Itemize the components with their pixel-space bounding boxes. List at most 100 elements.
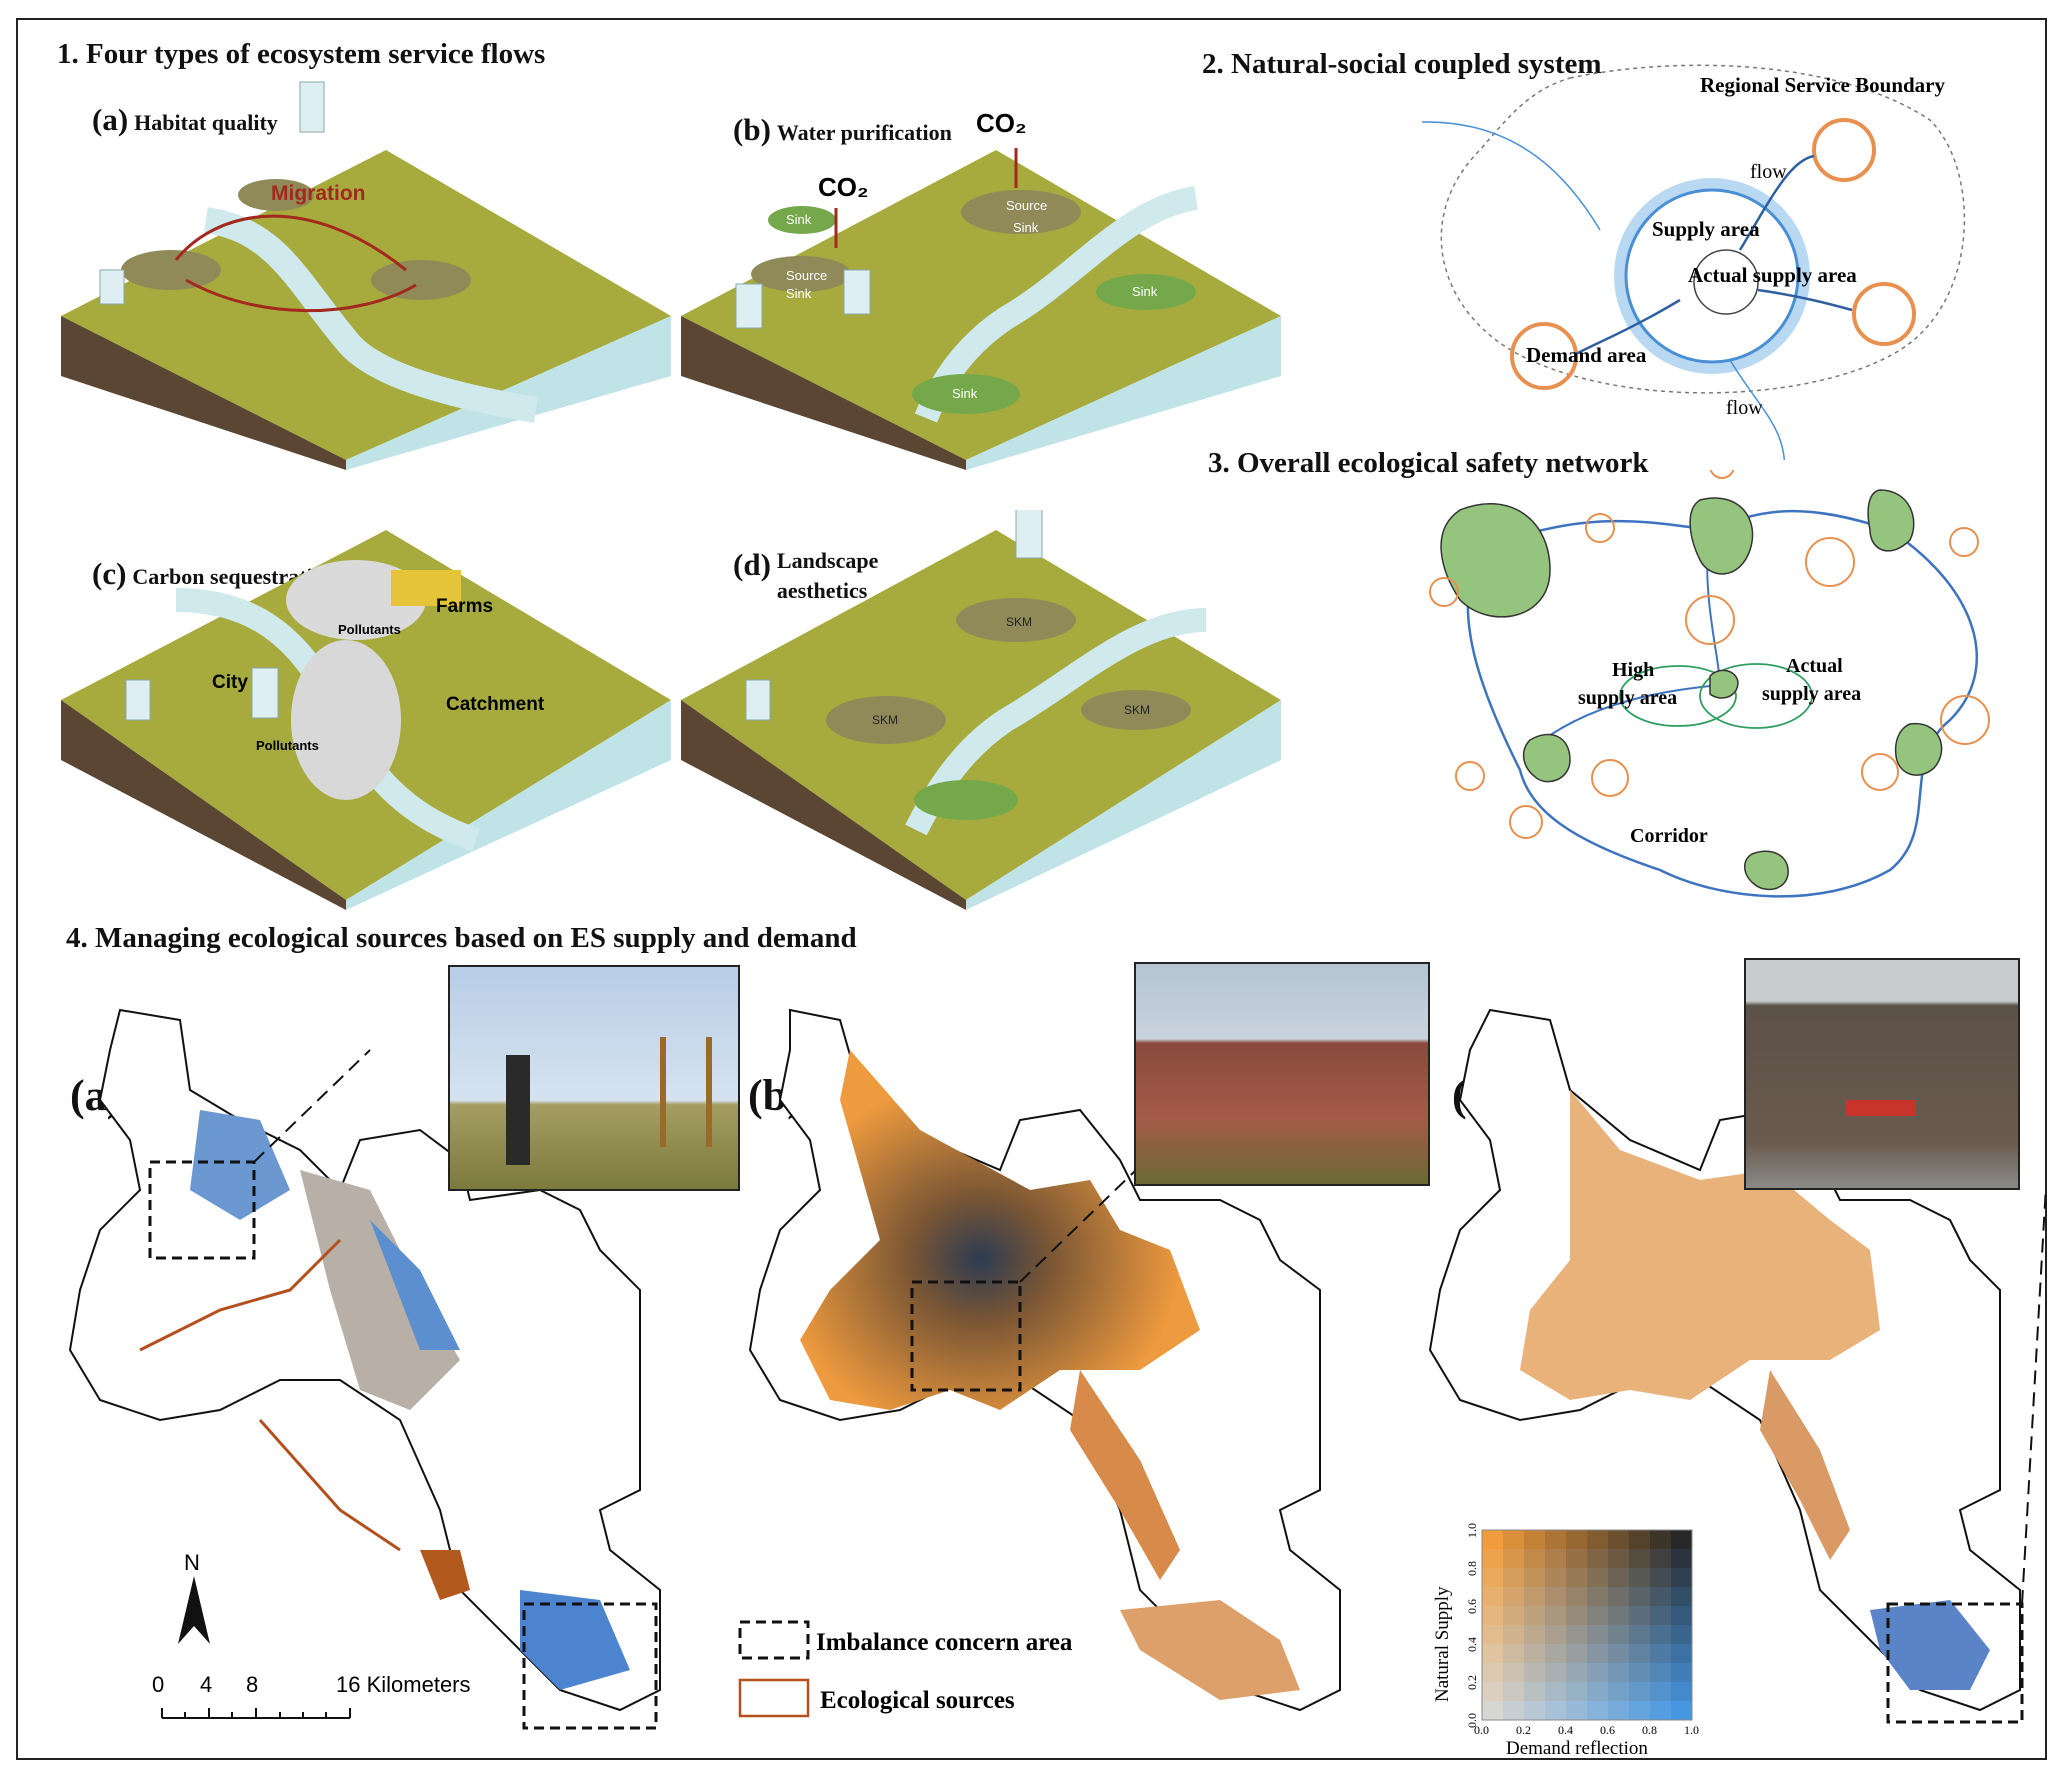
bivariate-grid — [1482, 1530, 1693, 1721]
bivariate-cell — [1629, 1701, 1651, 1721]
bivariate-cell — [1650, 1568, 1672, 1588]
bivariate-y-tick: 0.0 — [1465, 1713, 1479, 1728]
panel-d-soil — [681, 700, 966, 910]
bivariate-cell — [1650, 1606, 1672, 1626]
panel-b-building — [735, 283, 763, 329]
bivariate-cell — [1587, 1663, 1609, 1683]
source-node-4 — [1522, 733, 1571, 783]
bivariate-cell — [1587, 1549, 1609, 1569]
panel-d-letter: (d) — [733, 547, 771, 582]
map-c-demand-surface — [1520, 1090, 1880, 1400]
map-a — [68, 1008, 661, 1730]
map-c-zoom-line — [2021, 1185, 2047, 1605]
map-c — [1428, 1008, 2047, 1724]
map-b-photo-red-wetland — [1134, 962, 1430, 1186]
panel-d-building-2 — [1015, 510, 1043, 559]
bivariate-cell — [1482, 1663, 1504, 1683]
outflow-curve — [1729, 359, 1786, 460]
map-a-photo-oilfield — [448, 965, 740, 1191]
bivariate-x-tick: 0.0 — [1474, 1723, 1489, 1737]
panel-c-pollutants-label: Pollutants — [338, 622, 401, 637]
scale-tick-16: 16 Kilometers — [336, 1672, 471, 1697]
bivariate-cell — [1545, 1587, 1567, 1607]
demand-ring-8 — [1940, 695, 1990, 745]
panel-d-skm-area-2 — [826, 696, 946, 744]
supply-area-circle — [1624, 188, 1800, 364]
bivariate-cell — [1608, 1644, 1630, 1664]
bivariate-cell — [1524, 1587, 1546, 1607]
bivariate-cell — [1608, 1701, 1630, 1721]
panel-a-label: (a)Habitat quality — [92, 102, 278, 138]
photo-tower — [506, 1055, 530, 1165]
panel-c-catchment-bottom — [291, 640, 401, 800]
section-3-title: 3. Overall ecological safety network — [1208, 447, 1649, 479]
demand-node-left — [1510, 322, 1578, 390]
map-b-south-patch — [1120, 1600, 1300, 1700]
bivariate-cell — [1566, 1644, 1588, 1664]
panel-a-wetland-1 — [121, 250, 221, 290]
bivariate-cell — [1587, 1701, 1609, 1721]
bivariate-cell — [1671, 1625, 1693, 1645]
panel-b-source-area-2 — [751, 256, 851, 292]
bivariate-cell — [1503, 1568, 1525, 1588]
corridor-inner-2 — [1529, 684, 1721, 751]
panel-c-water-side — [346, 700, 671, 910]
bivariate-cell — [1524, 1701, 1546, 1721]
scale-tick-4: 4 — [200, 1672, 212, 1697]
bivariate-cell — [1629, 1568, 1651, 1588]
demand-ring-7 — [1861, 753, 1899, 791]
bivariate-cell — [1545, 1530, 1567, 1550]
bivariate-cell — [1503, 1587, 1525, 1607]
section-4-title: 4. Managing ecological sources based on … — [66, 922, 857, 954]
demand-ring-4 — [1805, 537, 1855, 587]
map-b-zoom-line — [1019, 1169, 1137, 1283]
bivariate-cell — [1587, 1530, 1609, 1550]
bivariate-cell — [1629, 1682, 1651, 1702]
bivariate-xlabel: Demand reflection — [1506, 1738, 1648, 1759]
bivariate-cell — [1524, 1606, 1546, 1626]
bivariate-cell — [1482, 1568, 1504, 1588]
actual-supply-label-line-1: Actual — [1786, 655, 1843, 677]
bivariate-cell — [1524, 1625, 1546, 1645]
panel-b-sink-label-4: Sink — [952, 386, 978, 401]
actual-supply-circle — [1693, 249, 1759, 315]
panel-b-sink-3 — [768, 206, 836, 234]
bivariate-cell — [1671, 1568, 1693, 1588]
panel-b-sink-label-5: Sink — [786, 212, 812, 227]
map-c-photo-buildings — [1744, 958, 2020, 1190]
bivariate-cell — [1503, 1663, 1525, 1683]
bivariate-cell — [1545, 1682, 1567, 1702]
demand-node-right — [1852, 282, 1916, 346]
panel-b-sink-2 — [912, 374, 1020, 414]
bivariate-cell — [1482, 1530, 1504, 1550]
bivariate-y-tick: 0.8 — [1465, 1561, 1479, 1576]
panel-b-ground — [681, 150, 1281, 460]
panel-b-sink-label-2: Sink — [786, 286, 812, 301]
bivariate-cell — [1503, 1606, 1525, 1626]
flow-label-bottom: flow — [1726, 397, 1763, 419]
bivariate-cell — [1671, 1682, 1693, 1702]
panel-b-letter: (b) — [733, 112, 771, 147]
carbon-sequestration-illustration: Farms Pollutants Pollutants City Catchme… — [61, 530, 671, 910]
panel-a-building-2 — [99, 269, 125, 305]
bivariate-cell — [1524, 1568, 1546, 1588]
section-2-title: 2. Natural-social coupled system — [1202, 48, 1602, 80]
habitat-quality-illustration: Migration — [61, 81, 671, 470]
bivariate-cell — [1566, 1663, 1588, 1683]
map-c-corridor-patch — [1760, 1370, 1850, 1560]
flow-arrow-right — [1757, 288, 1853, 312]
bivariate-cell — [1503, 1625, 1525, 1645]
legend-imbalance-swatch — [738, 1620, 810, 1660]
bivariate-cell — [1503, 1644, 1525, 1664]
panel-b-water-side — [966, 316, 1281, 470]
bivariate-cell — [1566, 1530, 1588, 1550]
bivariate-cell — [1671, 1549, 1693, 1569]
bivariate-cell — [1629, 1663, 1651, 1683]
bivariate-cell — [1671, 1701, 1693, 1721]
bivariate-cell — [1650, 1625, 1672, 1645]
map-a-imbalance-box-2 — [522, 1602, 658, 1730]
bivariate-cell — [1587, 1625, 1609, 1645]
photo-pump-jack — [660, 1037, 712, 1147]
